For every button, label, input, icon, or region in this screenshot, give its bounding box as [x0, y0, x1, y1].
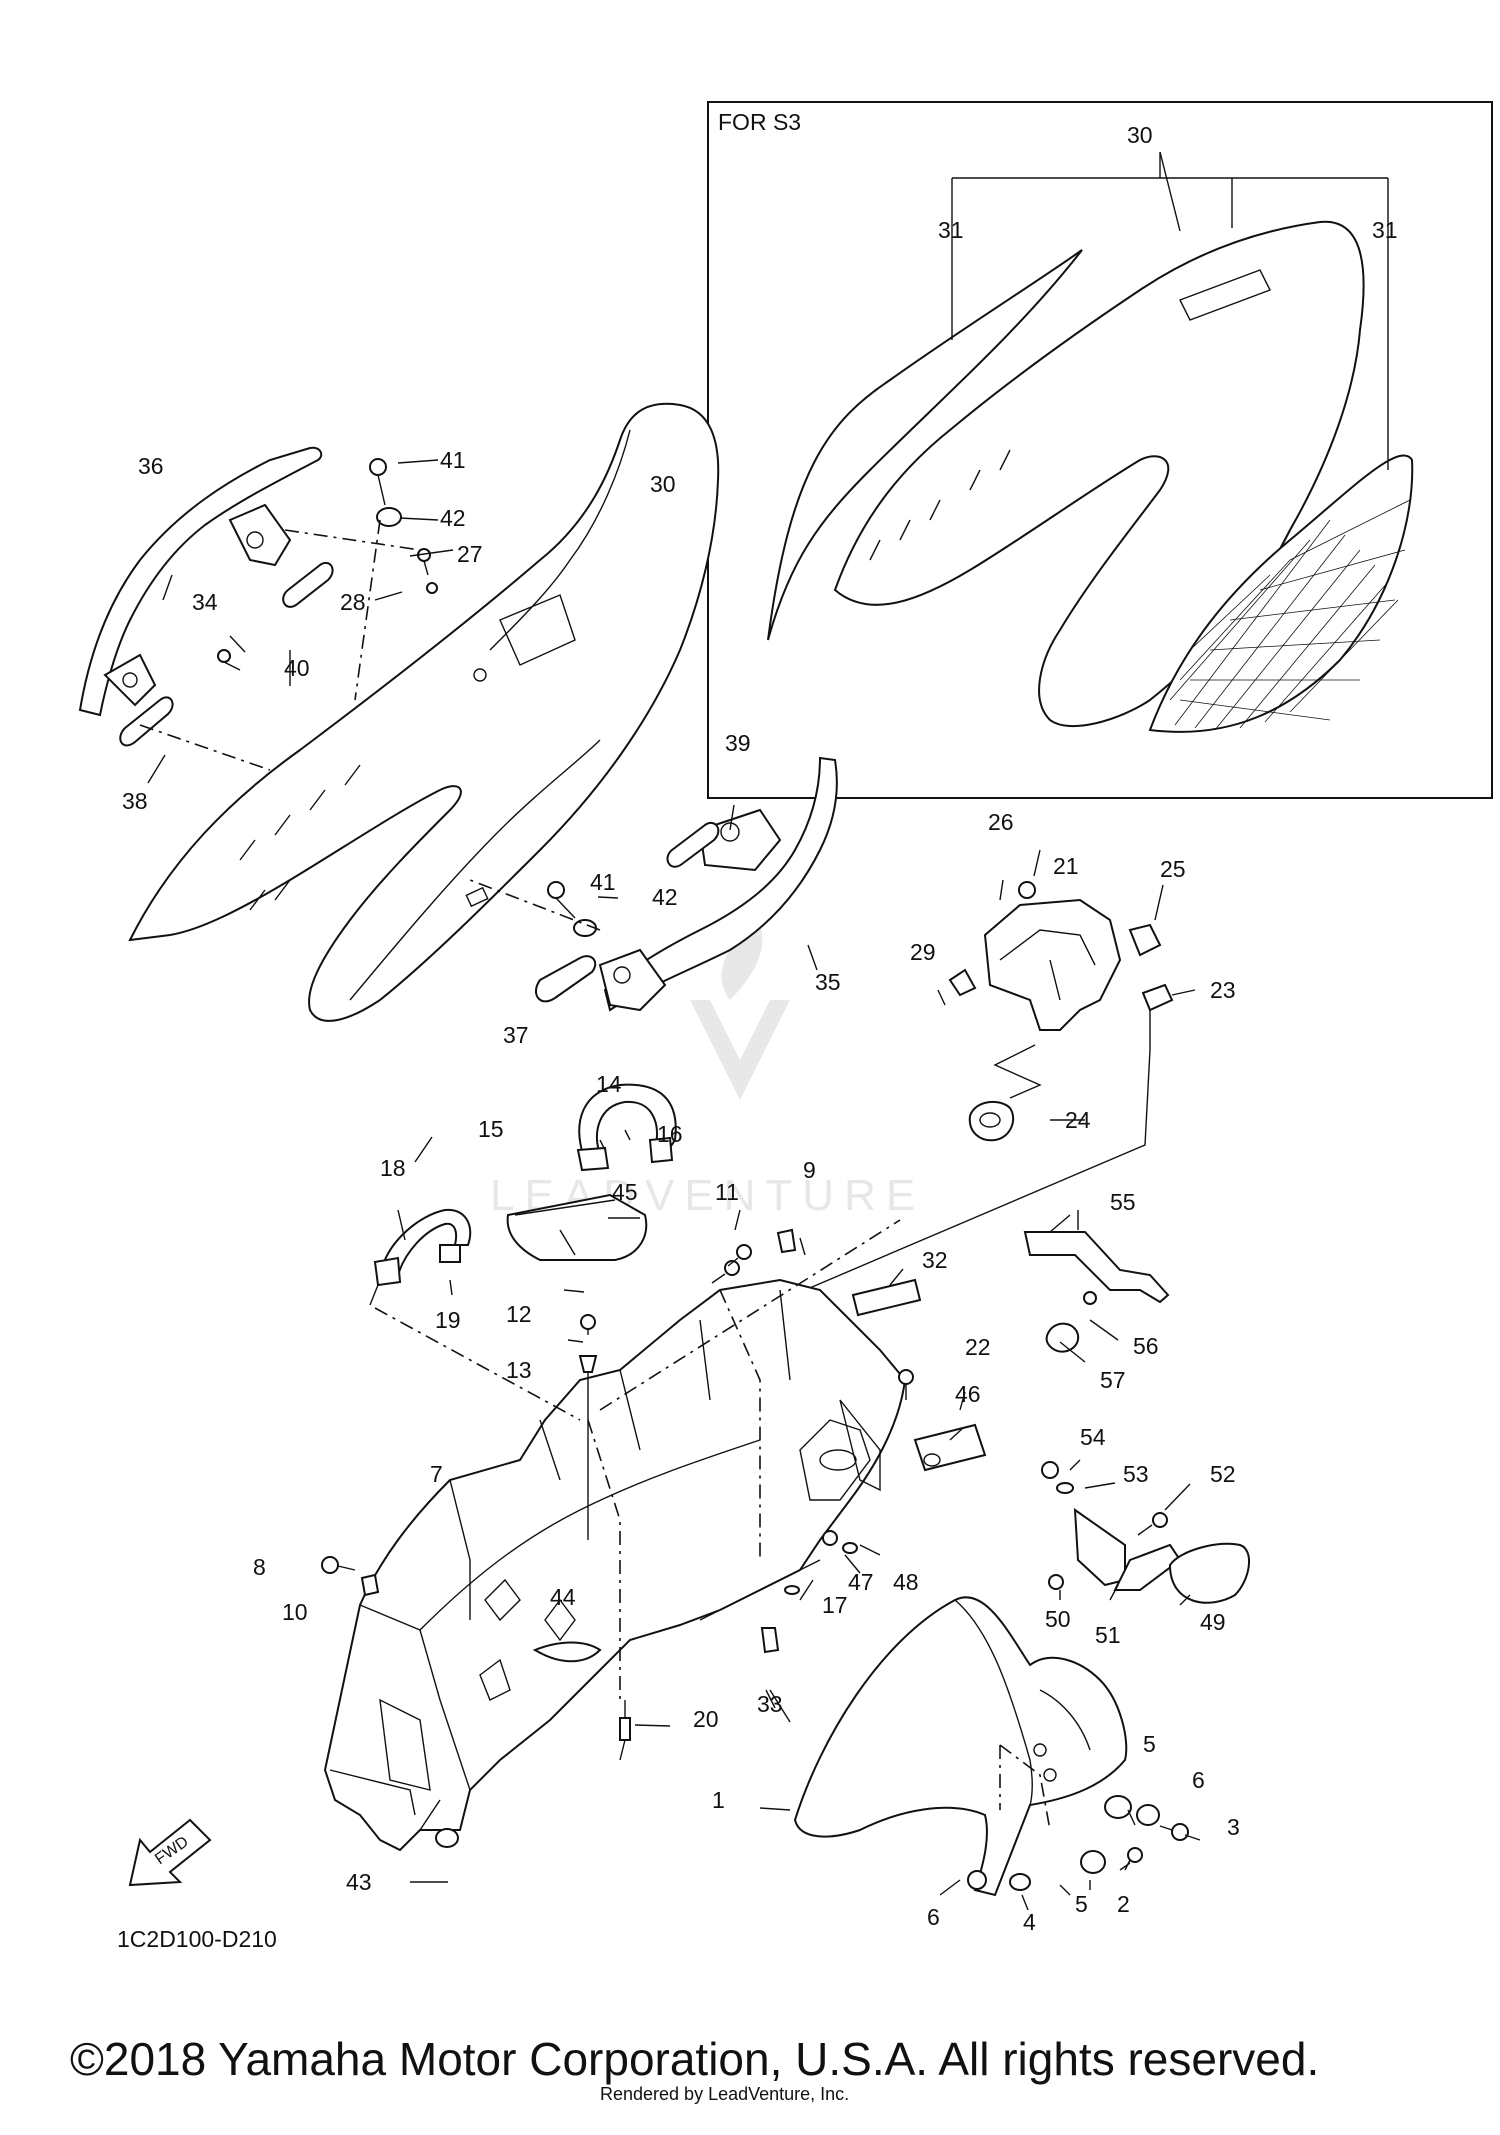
callout-24: 24	[1065, 1107, 1091, 1133]
callout-18: 18	[380, 1155, 406, 1181]
callout-9: 9	[803, 1157, 816, 1183]
diagram-code: 1C2D100-D210	[117, 1926, 277, 1952]
callout-34: 34	[192, 589, 218, 615]
front-fender-1	[793, 1596, 1128, 1897]
seat-cowl-30	[128, 402, 720, 1022]
callout-16: 16	[657, 1121, 683, 1147]
bracket-21	[804, 881, 1174, 1291]
callout-12: 12	[506, 1301, 532, 1327]
plate-32	[851, 1278, 922, 1317]
callout-27: 27	[457, 541, 483, 567]
callout-40: 40	[284, 655, 310, 681]
callout-42-lower: 42	[652, 884, 678, 910]
callout-20: 20	[693, 1706, 719, 1732]
rear-fender-7	[323, 1278, 907, 1852]
callout-36: 36	[138, 453, 164, 479]
callout-19: 19	[435, 1307, 461, 1333]
callout-44: 44	[550, 1584, 576, 1610]
callout-54: 54	[1080, 1424, 1106, 1450]
callout-3: 3	[1227, 1814, 1240, 1840]
callout-45: 45	[612, 1179, 638, 1205]
leader-dash-2	[374, 1219, 901, 1700]
pad-40	[282, 561, 334, 608]
strap-14	[506, 1083, 677, 1261]
rendered-by: Rendered by LeadVenture, Inc.	[600, 2084, 849, 2104]
callout-5-lower: 5	[1075, 1891, 1088, 1917]
callout-57: 57	[1100, 1367, 1126, 1393]
callouts: 30 31 31 36 41 42 30 27 28 34 40 38 39 4…	[122, 122, 1398, 1935]
callout-17: 17	[822, 1592, 848, 1618]
callout-35: 35	[815, 969, 841, 995]
callout-14: 14	[596, 1071, 622, 1097]
callout-15: 15	[478, 1116, 504, 1142]
callout-4: 4	[1023, 1909, 1036, 1935]
callout-2: 2	[1117, 1891, 1130, 1917]
callout-11: 11	[715, 1179, 739, 1205]
pad-37	[535, 955, 597, 1003]
callout-32: 32	[922, 1247, 948, 1273]
callout-46: 46	[955, 1381, 981, 1407]
callout-53: 53	[1123, 1461, 1149, 1487]
leaders	[147, 151, 1201, 1911]
plate-46	[913, 1423, 987, 1472]
callout-38: 38	[122, 788, 148, 814]
callout-31-right: 31	[1372, 217, 1398, 243]
callout-39: 39	[725, 730, 751, 756]
grab-bar-36	[78, 446, 323, 717]
callout-5-upper: 5	[1143, 1731, 1156, 1757]
callout-8: 8	[253, 1554, 266, 1580]
inset-label: FOR S3	[718, 109, 801, 135]
callout-1: 1	[712, 1787, 725, 1813]
grab-bar-35	[598, 756, 838, 1012]
hardware-upper	[217, 458, 597, 937]
callout-51: 51	[1095, 1622, 1121, 1648]
callout-26: 26	[988, 809, 1014, 835]
callout-41-upper: 41	[440, 447, 466, 473]
callout-43: 43	[346, 1869, 372, 1895]
callout-10: 10	[282, 1599, 308, 1625]
callout-47: 47	[848, 1569, 874, 1595]
callout-56: 56	[1133, 1333, 1159, 1359]
callout-21: 21	[1053, 853, 1079, 879]
callout-52: 52	[1210, 1461, 1236, 1487]
callout-37: 37	[503, 1022, 529, 1048]
callout-29: 29	[910, 939, 936, 965]
callout-6-right: 6	[1192, 1767, 1205, 1793]
callout-7: 7	[430, 1461, 443, 1487]
fwd-arrow: FWD	[128, 1818, 212, 1887]
inset-for-s3: FOR S3	[707, 101, 1493, 799]
callout-22: 22	[965, 1334, 991, 1360]
callout-13: 13	[506, 1357, 532, 1383]
pad-39	[666, 821, 720, 868]
callout-23: 23	[1210, 977, 1236, 1003]
callout-30-inset: 30	[1127, 122, 1153, 148]
hardware-front-fender	[967, 1795, 1189, 1891]
callout-55: 55	[1110, 1189, 1136, 1215]
callout-25: 25	[1160, 856, 1186, 882]
callout-28: 28	[340, 589, 366, 615]
leader-dash-1	[139, 519, 601, 931]
callout-48: 48	[893, 1569, 919, 1595]
callout-31-left: 31	[938, 217, 964, 243]
callout-41-lower: 41	[590, 869, 616, 895]
callout-42-upper: 42	[440, 505, 466, 531]
bracket-18	[369, 1208, 472, 1306]
callout-30-main: 30	[650, 471, 676, 497]
callout-6-left: 6	[927, 1904, 940, 1930]
copyright-notice: ©2018 Yamaha Motor Corporation, U.S.A. A…	[70, 2033, 1319, 2085]
callout-33: 33	[757, 1691, 783, 1717]
callout-50: 50	[1045, 1606, 1071, 1632]
bracket-55	[1023, 1231, 1170, 1353]
reflector-assembly	[1041, 1461, 1251, 1604]
callout-49: 49	[1200, 1609, 1226, 1635]
hardware-lower	[321, 1228, 914, 1848]
pad-38	[119, 696, 174, 747]
